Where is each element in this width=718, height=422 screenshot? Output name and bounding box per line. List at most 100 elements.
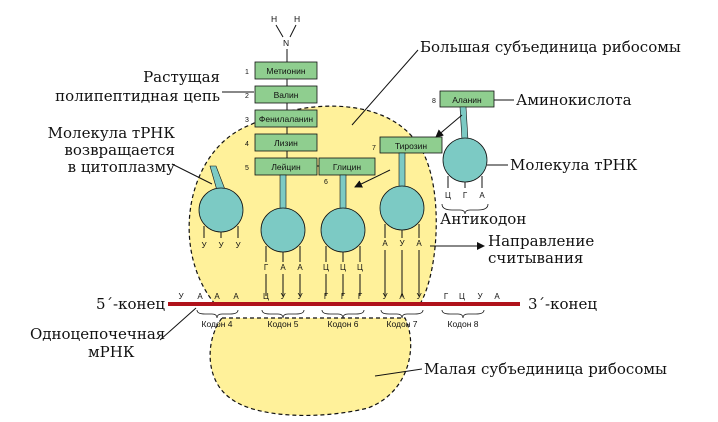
trna-molecule-label: Молекула тРНК <box>510 156 638 174</box>
codon-brace <box>261 309 305 319</box>
chain-num-5: 5 <box>245 165 249 172</box>
mrna-base: А <box>399 292 405 301</box>
trna-body <box>379 185 425 231</box>
chain-num-4: 4 <box>245 141 249 148</box>
leader-line <box>351 49 419 126</box>
mrna-base: Г <box>324 292 329 301</box>
mrna-base: А <box>197 292 203 301</box>
anticodon-base: Ц <box>357 263 363 272</box>
polypeptide-chain: 1 Метионин 2 Валин 3 Фенилаланин 4 Лизин… <box>245 61 376 186</box>
tyrosine-num: 7 <box>372 145 376 152</box>
nh2-n: N <box>283 38 289 48</box>
trna-stem <box>279 174 287 211</box>
chain-num-2: 2 <box>245 93 249 100</box>
anticodon-base: А <box>297 263 303 272</box>
anticodon-base: А <box>416 239 422 248</box>
nh2-h1: H <box>271 14 277 24</box>
mrna-label-1: Одноцепочечная <box>30 325 165 343</box>
anticodon-label: Антикодон <box>440 210 526 228</box>
anticodon-base: Г <box>463 191 468 200</box>
mrna-base: Г <box>341 292 346 301</box>
mrna-base: У <box>280 292 286 301</box>
trna-stem <box>459 106 469 141</box>
anticodon-brace <box>441 203 489 215</box>
trna-body <box>442 137 488 183</box>
amino-acid-box-4 <box>254 133 318 152</box>
mrna-base: А <box>214 292 220 301</box>
tyrosine-label: Тирозин <box>395 141 428 151</box>
amino-acid-box-1 <box>254 61 318 80</box>
leader-line <box>374 368 423 377</box>
trna-exiting: У У У <box>198 165 244 250</box>
five-end-label: 5´-конец <box>96 295 165 313</box>
direction-label-1: Направление <box>488 232 594 250</box>
mrna-base: Г <box>444 292 449 301</box>
leader-line <box>171 163 213 185</box>
amino-acid-label-1: Метионин <box>266 66 305 76</box>
codon-brace <box>380 309 424 319</box>
mrna-bases: У А А А Ц У У Г Г Г У А У Г Ц У А <box>178 292 500 301</box>
mrna-base: У <box>178 292 184 301</box>
trna-glycine-site: Ц Ц Ц <box>320 174 366 296</box>
mrna-base: Ц <box>263 292 269 301</box>
trna-free: Ц Г А <box>441 106 489 215</box>
codon-label: Кодон 4 <box>202 319 233 329</box>
amino-acid-box-6 <box>318 157 376 176</box>
anticodon-base: А <box>280 263 286 272</box>
chain-num-1: 1 <box>245 69 249 76</box>
chain-num-6: 6 <box>324 179 328 186</box>
tyrosine-box <box>379 136 443 154</box>
mrna-base: А <box>494 292 500 301</box>
anticodon-base: Ц <box>445 191 451 200</box>
alanine-label: Аланин <box>452 95 482 105</box>
bond-line <box>275 24 284 38</box>
amino-acid-label-3: Фенилаланин <box>259 114 313 124</box>
codon-label: Кодон 5 <box>268 319 299 329</box>
trna-returns-label-2: возвращается <box>64 141 175 159</box>
mrna-base: Г <box>358 292 363 301</box>
codon-label: Кодон 6 <box>328 319 359 329</box>
mrna-base: У <box>416 292 422 301</box>
delivery-arrow <box>435 114 463 138</box>
amino-acid-box-3 <box>254 109 318 128</box>
codon-braces <box>196 309 485 319</box>
peptide-bond-arrow <box>354 169 391 188</box>
codon-brace <box>321 309 365 319</box>
trna-tyrosine-site: А У А <box>379 152 425 296</box>
alanine-box <box>439 90 495 108</box>
anticodon-base: А <box>382 239 388 248</box>
mrna-base: А <box>233 292 239 301</box>
small-ribosome-subunit <box>209 317 412 417</box>
large-subunit-label: Большая субъединица рибосомы <box>420 38 681 56</box>
growing-chain-label-2: полипептидная цепь <box>55 87 220 105</box>
leader-line <box>159 307 197 341</box>
three-end-label: 3´-конец <box>528 295 597 313</box>
nh2-h2: H <box>294 14 300 24</box>
growing-chain-label-1: Растущая <box>143 68 220 86</box>
amino-acid-box-2 <box>254 85 318 104</box>
trna-stem <box>398 152 406 192</box>
anticodon-base: У <box>218 241 224 250</box>
anticodon-base: У <box>235 241 241 250</box>
mrna-base: Ц <box>459 292 465 301</box>
amino-acid-label-5: Лейцин <box>271 162 301 172</box>
codon-brace <box>441 309 485 319</box>
amino-acid-label-6: Глицин <box>333 162 361 172</box>
trna-stem <box>339 174 347 211</box>
chain-num-3: 3 <box>245 117 249 124</box>
mrna-base: У <box>477 292 483 301</box>
trna-returns-label-3: в цитоплазму <box>68 158 176 176</box>
anticodon-base: Ц <box>340 263 346 272</box>
small-subunit-label: Малая субъединица рибосомы <box>424 360 667 378</box>
mrna-label-2: мРНК <box>88 343 135 361</box>
alanine-num: 8 <box>432 98 436 105</box>
anticodon-base: А <box>479 191 485 200</box>
anticodon-base: Г <box>264 263 269 272</box>
codon-label: Кодон 8 <box>448 319 479 329</box>
trna-body <box>198 187 244 233</box>
direction-label-2: считывания <box>488 249 583 267</box>
codon-brace <box>196 309 239 319</box>
trna-returns-label-1: Молекула тРНК <box>48 124 176 142</box>
